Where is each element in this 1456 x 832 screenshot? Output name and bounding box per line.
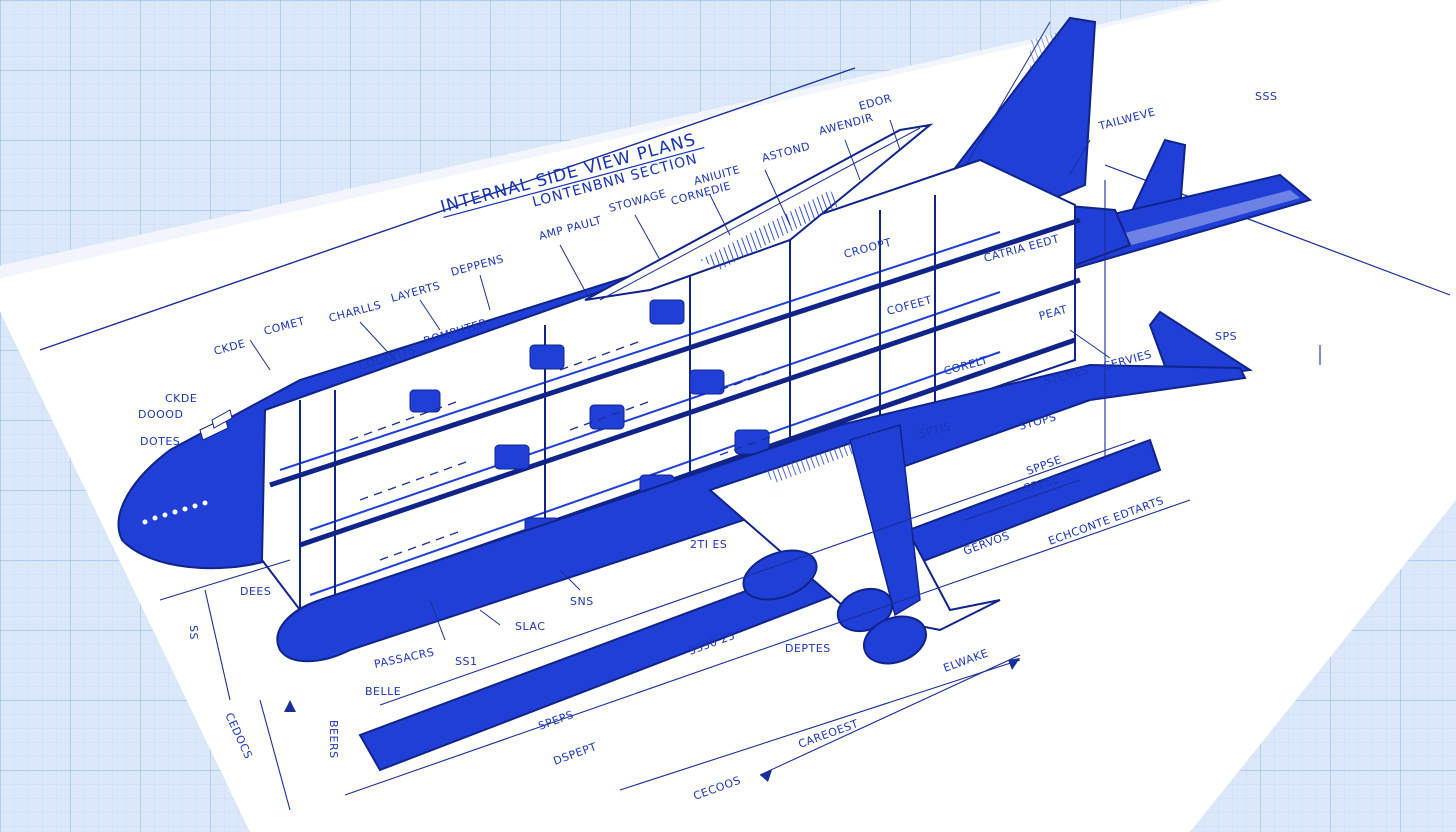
porthole-row [142, 500, 208, 525]
leader-lines [249, 119, 1111, 641]
label-cockpit-3: CKDE [165, 392, 197, 405]
label-lower-3: SS1 [455, 655, 477, 668]
cockpit-windows [199, 409, 233, 441]
dimension-arrows [284, 658, 1020, 782]
seats-upper [409, 299, 725, 430]
label-dim-1: DEPTES [785, 642, 831, 655]
wing-lower [708, 424, 1001, 632]
seat-rows [349, 341, 771, 561]
wing-upper [584, 123, 934, 301]
frame-top [39, 67, 856, 351]
label-dim-11: SPS [1215, 330, 1237, 343]
label-ruler-3: BEERS [327, 720, 340, 759]
label-lower-6: 2TI ES [690, 538, 727, 551]
label-lower-5: SNS [570, 595, 594, 608]
label-cockpit-1: DOTES [140, 435, 180, 448]
label-lower-7: BELLE [365, 685, 401, 698]
label-dim-12: SSS [1255, 90, 1277, 103]
dimension-lines [159, 180, 1321, 811]
label-ruler-1: SS [187, 625, 200, 640]
label-cockpit-2: DOOOD [138, 408, 183, 421]
label-lower-1: DEES [240, 585, 271, 598]
engines [742, 549, 927, 665]
label-lower-4: SLAC [515, 620, 545, 633]
